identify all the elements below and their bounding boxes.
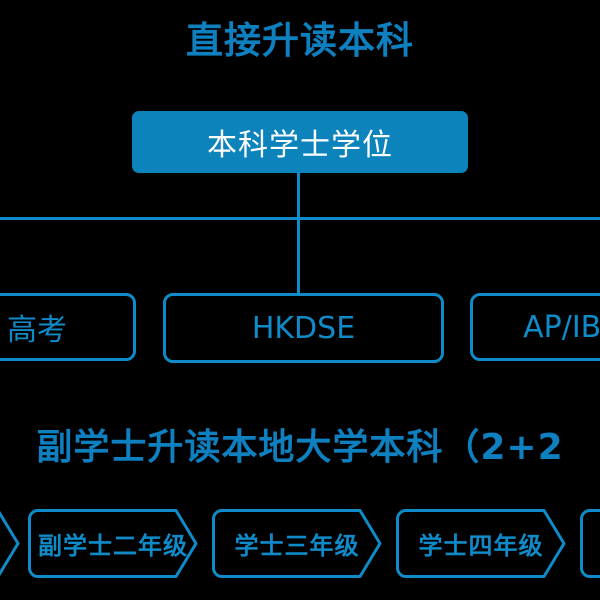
pipeline-stage-associate-year2[interactable]: 副学士二年级	[28, 509, 198, 578]
node-bachelor-degree-label: 本科学士学位	[207, 128, 393, 163]
node-route-gaokao-label: 高考	[7, 313, 67, 348]
chevron-shape-icon	[396, 509, 566, 578]
node-route-gaokao[interactable]: 高考	[0, 293, 136, 361]
pipeline-stage-bachelor-year4-label: 学士四年级	[418, 532, 544, 560]
section-heading-associate-pathway: 副学士升读本地大学本科（2+2	[36, 427, 564, 468]
chevron-shape-icon	[212, 509, 382, 578]
pipeline-stage-0-label	[0, 509, 20, 578]
pipeline-stage-bachelor-year3[interactable]: 学士三年级	[212, 509, 382, 578]
connector-horizontal-bus	[0, 217, 600, 220]
pipeline-stage-bachelor-year3-label: 学士三年级	[234, 532, 360, 560]
section-heading-direct-admission: 直接升读本科	[186, 19, 414, 62]
pipeline-stage-associate-year2-label: 副学士二年级	[38, 532, 188, 560]
node-bachelor-degree[interactable]: 本科学士学位	[132, 111, 468, 173]
chevron-shape-icon	[28, 509, 198, 578]
pipeline-stage-4-label	[580, 509, 600, 578]
node-route-international-label: AP/IB/A	[523, 309, 600, 345]
chevron-shape-icon	[580, 509, 600, 578]
pipeline-stage-bachelor-year4[interactable]: 学士四年级	[396, 509, 566, 578]
node-route-international[interactable]: AP/IB/A	[470, 293, 600, 361]
pipeline-stage-4[interactable]	[580, 509, 600, 578]
connector-vertical-lower	[297, 217, 300, 295]
connector-vertical-upper	[297, 172, 300, 219]
node-route-hkdse[interactable]: HKDSE	[163, 293, 444, 363]
pipeline-stage-0[interactable]	[0, 509, 20, 578]
node-route-hkdse-label: HKDSE	[251, 310, 356, 346]
